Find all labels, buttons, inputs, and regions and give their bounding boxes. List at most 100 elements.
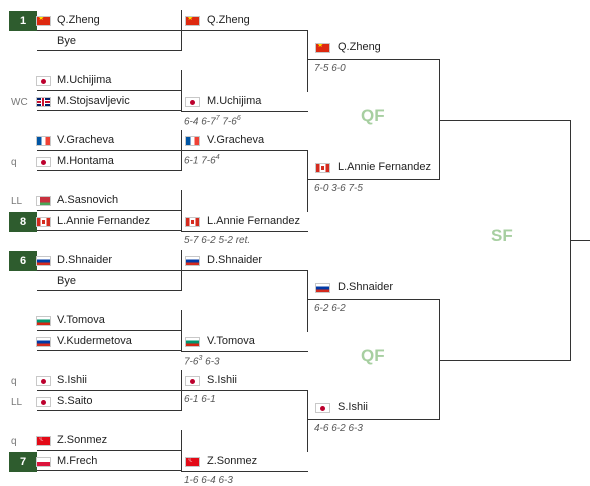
r2-player-flag-icon [185, 457, 200, 467]
bracket-line [439, 360, 571, 361]
player-flag-icon [36, 256, 51, 266]
entry-tag: WC [11, 97, 28, 108]
seed-badge: 7 [9, 452, 37, 472]
player-flag-icon [36, 376, 51, 386]
bracket-line [37, 230, 182, 231]
bracket-line [37, 390, 182, 391]
entry-tag: q [11, 436, 17, 447]
player-flag-icon [36, 157, 51, 167]
entry-tag: q [11, 376, 17, 387]
bracket-line [181, 310, 182, 351]
r3-player-flag-icon [315, 163, 330, 173]
r2-player-name[interactable]: Q.Zheng [207, 14, 250, 26]
player-name[interactable]: L.Annie Fernandez [57, 215, 150, 227]
r2-player-flag-icon [185, 97, 200, 107]
bracket-line [307, 299, 440, 300]
player-flag-icon [36, 457, 51, 467]
match-score: 6-1 6-1 [184, 394, 216, 405]
r2-player-name[interactable]: S.Ishii [207, 374, 237, 386]
match-score: 7-5 6-0 [314, 63, 346, 74]
player-name[interactable]: M.Frech [57, 455, 98, 467]
bracket-line [37, 350, 182, 351]
bracket-line [307, 419, 440, 420]
bracket-line [181, 471, 308, 472]
player-name[interactable]: D.Shnaider [57, 254, 113, 266]
entry-tag: LL [11, 196, 23, 207]
r2-player-name[interactable]: D.Shnaider [207, 254, 263, 266]
player-name[interactable]: Bye [57, 275, 76, 287]
bracket-line [439, 59, 440, 180]
player-name[interactable]: V.Tomova [57, 314, 105, 326]
entry-tag: LL [11, 397, 23, 408]
player-flag-icon [36, 196, 51, 206]
player-flag-icon [36, 397, 51, 407]
bracket-line [181, 270, 308, 271]
round-label-sf: SF [491, 226, 513, 245]
player-flag-icon [36, 217, 51, 227]
player-name[interactable]: V.Gracheva [57, 134, 115, 146]
match-score: 7-63 6-3 [184, 355, 220, 368]
player-name[interactable]: Z.Sonmez [57, 434, 108, 446]
bracket-line [37, 150, 182, 151]
player-flag-icon [36, 337, 51, 347]
player-name[interactable]: M.Hontama [57, 155, 114, 167]
r3-player-name[interactable]: Q.Zheng [338, 41, 381, 53]
player-flag-icon [36, 97, 51, 107]
bracket-line [181, 390, 308, 391]
r3-player-name[interactable]: D.Shnaider [338, 281, 394, 293]
match-score: 4-6 6-2 6-3 [314, 423, 363, 434]
r2-player-name[interactable]: Z.Sonmez [207, 455, 258, 467]
bracket-line [307, 150, 308, 212]
bracket-line [181, 430, 182, 471]
r2-player-flag-icon [185, 217, 200, 227]
bracket-line [37, 270, 182, 271]
bracket-line [307, 270, 308, 332]
seed-badge: 1 [9, 11, 37, 31]
r2-player-name[interactable]: M.Uchijima [207, 95, 262, 107]
r3-player-name[interactable]: S.Ishii [338, 401, 368, 413]
match-score: 6-4 6-77 7-66 [184, 115, 241, 128]
bracket-line [37, 410, 182, 411]
r2-player-name[interactable]: V.Gracheva [207, 134, 265, 146]
player-name[interactable]: Q.Zheng [57, 14, 100, 26]
r2-player-flag-icon [185, 376, 200, 386]
player-name[interactable]: S.Ishii [57, 374, 87, 386]
bracket-line [37, 290, 182, 291]
seed-badge: 8 [9, 212, 37, 232]
r3-player-flag-icon [315, 403, 330, 413]
player-flag-icon [36, 136, 51, 146]
r2-player-flag-icon [185, 136, 200, 146]
player-name[interactable]: V.Kudermetova [57, 335, 132, 347]
r2-player-flag-icon [185, 256, 200, 266]
bracket-line [181, 351, 308, 352]
bracket-line [181, 111, 308, 112]
r3-player-flag-icon [315, 283, 330, 293]
bracket-line [307, 59, 440, 60]
bracket-line [181, 70, 182, 111]
player-name[interactable]: S.Saito [57, 395, 93, 407]
bracket-line [37, 450, 182, 451]
player-name[interactable]: A.Sasnovich [57, 194, 119, 206]
r2-player-flag-icon [185, 16, 200, 26]
r3-player-flag-icon [315, 43, 330, 53]
player-name[interactable]: M.Stojsavljevic [57, 95, 130, 107]
bracket-line [181, 190, 182, 231]
bracket-line [439, 299, 440, 420]
r3-player-name[interactable]: L.Annie Fernandez [338, 161, 431, 173]
match-score: 6-2 6-2 [314, 303, 346, 314]
r2-player-name[interactable]: L.Annie Fernandez [207, 215, 300, 227]
bracket-line [181, 231, 308, 232]
bracket-line [307, 390, 308, 452]
match-score: 5-7 6-2 5-2 ret. [184, 235, 251, 246]
bracket-line [307, 179, 440, 180]
player-name[interactable]: Bye [57, 35, 76, 47]
bracket-line [37, 30, 182, 31]
r2-player-name[interactable]: V.Tomova [207, 335, 255, 347]
player-flag-icon [36, 16, 51, 26]
bracket-line [307, 30, 308, 92]
player-flag-icon [36, 436, 51, 446]
r2-player-flag-icon [185, 337, 200, 347]
player-name[interactable]: M.Uchijima [57, 74, 112, 86]
bracket-line [37, 170, 182, 171]
